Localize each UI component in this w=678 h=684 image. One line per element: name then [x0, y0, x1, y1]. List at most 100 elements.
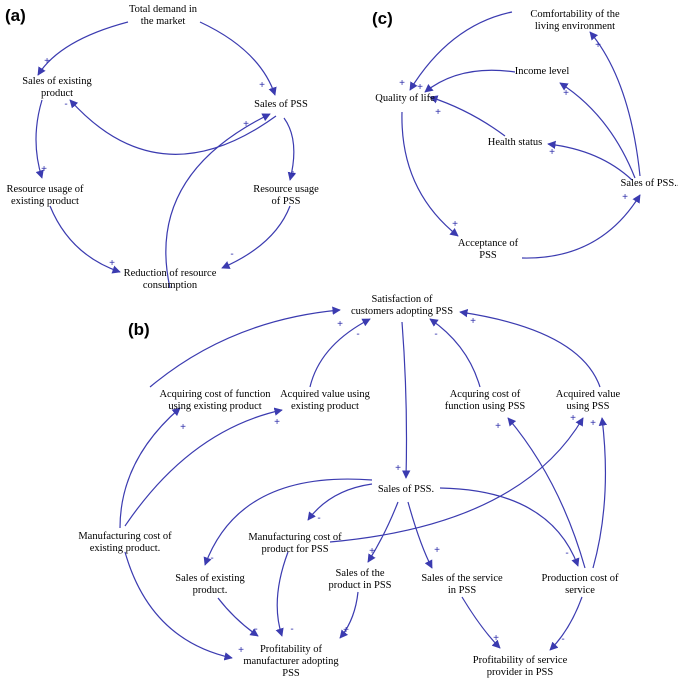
causal-link	[203, 478, 373, 566]
causal-link	[124, 551, 233, 661]
links-layer: ++-+++-++++++++++--+++++--++-+++--++-	[35, 11, 641, 661]
causal-link	[124, 407, 283, 527]
link-polarity: -	[565, 548, 568, 559]
link-polarity: +	[399, 78, 405, 89]
causal-link	[547, 140, 633, 181]
causal-link	[307, 483, 373, 521]
causal-link	[401, 321, 411, 479]
link-polarity: +	[452, 219, 458, 230]
causal-link	[424, 69, 516, 93]
link-polarity: +	[493, 633, 499, 644]
causal-link	[199, 21, 277, 96]
link-polarity: +	[41, 164, 47, 175]
link-polarity: -	[356, 329, 359, 340]
causal-link	[165, 113, 271, 289]
node-c-income: Income level	[515, 66, 570, 77]
link-polarity: +	[434, 545, 440, 556]
causal-link	[275, 551, 289, 637]
link-polarity: +	[417, 82, 423, 93]
causal-link	[309, 318, 371, 388]
causal-link	[329, 417, 584, 543]
link-polarity: +	[343, 625, 349, 636]
link-polarity: +	[109, 258, 115, 269]
link-polarity: +	[549, 147, 555, 158]
node-c-sales-pss: Sales of PSS..	[621, 178, 678, 189]
link-polarity: +	[290, 169, 296, 180]
link-polarity: +	[238, 645, 244, 656]
causal-link	[521, 194, 641, 259]
causal-link	[69, 99, 277, 155]
causal-link	[559, 82, 636, 179]
causal-link	[217, 597, 259, 637]
link-polarity: +	[590, 418, 596, 429]
link-polarity: -	[230, 249, 233, 260]
causal-link	[507, 417, 586, 569]
causal-link	[407, 501, 433, 569]
link-polarity: +	[243, 119, 249, 130]
causal-link	[367, 501, 399, 563]
node-b-sales-pss: Sales of PSS.	[378, 484, 434, 495]
link-polarity: +	[337, 319, 343, 330]
causal-link	[401, 111, 459, 237]
node-a-sales-pss: Sales of PSS	[254, 99, 308, 110]
link-polarity: +	[44, 56, 50, 67]
causal-link	[221, 205, 291, 269]
causal-link	[429, 95, 506, 137]
causal-link	[549, 596, 583, 651]
link-polarity: -	[290, 624, 293, 635]
link-polarity: +	[395, 463, 401, 474]
causal-link	[589, 31, 641, 177]
causal-link	[409, 11, 513, 91]
causal-link	[429, 318, 481, 388]
node-c-health: Health status	[488, 137, 543, 148]
link-polarity: +	[495, 421, 501, 432]
causal-link	[119, 407, 181, 529]
link-polarity: -	[561, 634, 564, 645]
causal-link	[49, 205, 121, 274]
link-polarity: +	[563, 88, 569, 99]
causal-link	[37, 21, 129, 76]
causal-link	[459, 308, 601, 388]
link-polarity: +	[470, 316, 476, 327]
link-polarity: +	[570, 413, 576, 424]
link-polarity: +	[622, 192, 628, 203]
causal-link	[339, 591, 359, 639]
panel-label-c: (c)	[372, 9, 393, 28]
link-polarity: +	[595, 40, 601, 51]
link-polarity: -	[64, 99, 67, 110]
link-polarity: +	[435, 107, 441, 118]
link-polarity: -	[434, 329, 437, 340]
link-polarity: -	[210, 553, 213, 564]
causal-link	[592, 417, 608, 569]
link-polarity: +	[259, 80, 265, 91]
causal-link	[439, 487, 580, 567]
node-c-quality: Quality of life	[375, 93, 435, 104]
link-polarity: -	[254, 624, 257, 635]
panel-label-b: (b)	[128, 320, 150, 339]
panel-label-a: (a)	[5, 6, 26, 25]
causal-link	[461, 596, 501, 649]
link-polarity: +	[274, 417, 280, 428]
causal-link	[35, 99, 44, 179]
